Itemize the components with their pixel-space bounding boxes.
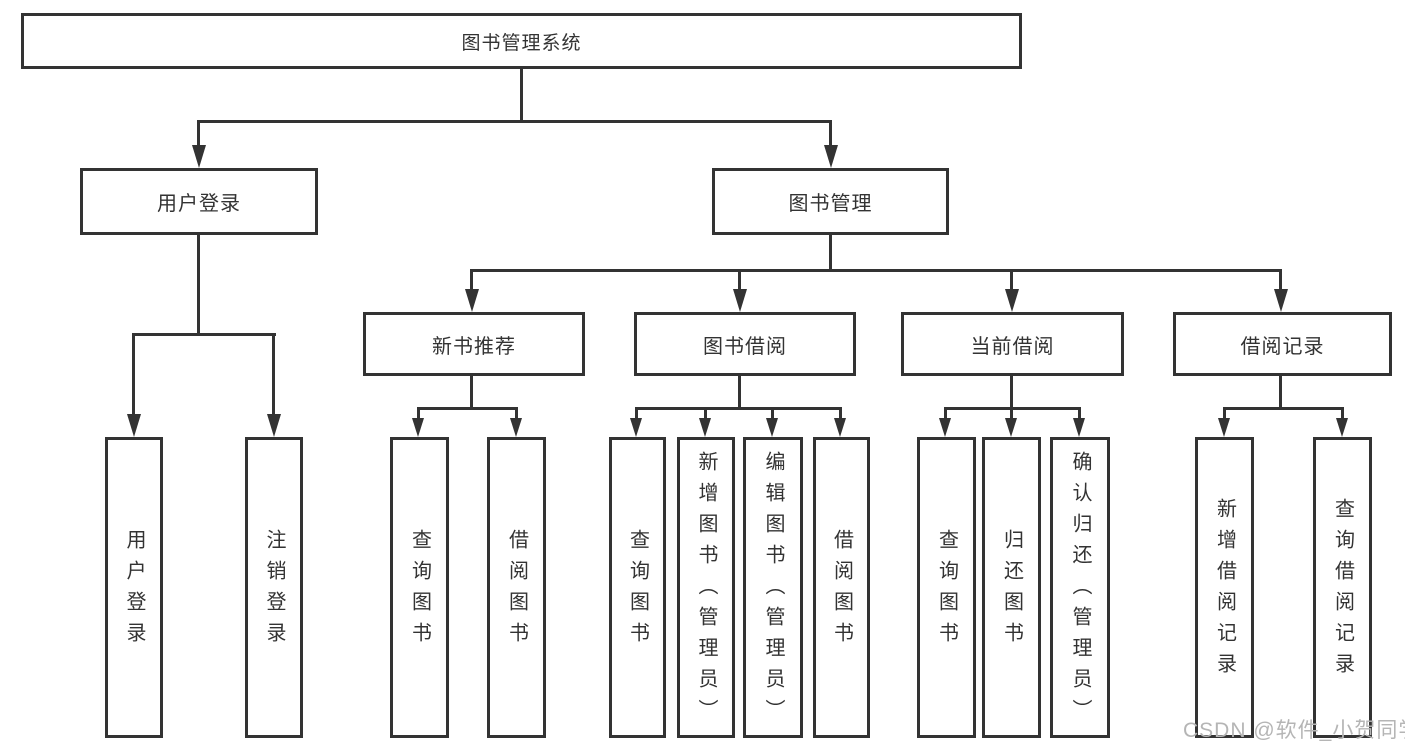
connector-line	[470, 269, 1282, 272]
arrowhead-down-icon	[1005, 289, 1019, 312]
connector-line	[944, 407, 947, 420]
leaf-query-borrow-record: 查询借阅记录	[1313, 437, 1372, 738]
leaf-user-login: 用户登录	[105, 437, 163, 738]
connector-line	[515, 407, 518, 420]
connector-line	[829, 235, 832, 272]
arrowhead-down-icon	[1274, 289, 1288, 312]
connector-line	[704, 407, 707, 420]
connector-line	[133, 333, 276, 336]
leaf-query-books-2: 查询图书	[609, 437, 666, 738]
leaf-query-books-3: 查询图书	[917, 437, 976, 738]
connector-line	[635, 407, 842, 410]
node-user-login: 用户登录	[80, 168, 318, 235]
connector-line	[1223, 407, 1344, 410]
arrowhead-down-icon	[1218, 418, 1230, 437]
connector-line	[1279, 376, 1282, 410]
node-current-borrowing: 当前借阅	[901, 312, 1124, 376]
connector-line	[738, 269, 741, 291]
arrowhead-down-icon	[824, 145, 838, 168]
connector-line	[771, 407, 774, 420]
arrowhead-down-icon	[834, 418, 846, 437]
arrowhead-down-icon	[192, 145, 206, 168]
leaf-add-borrow-record: 新增借阅记录	[1195, 437, 1254, 738]
connector-line	[470, 269, 473, 291]
csdn-watermark: CSDN @软件_小贺同学	[1183, 719, 1405, 742]
arrowhead-down-icon	[1005, 418, 1017, 437]
leaf-add-books-admin: 新增图书（管理员）	[677, 437, 735, 738]
connector-line	[829, 120, 832, 148]
connector-line	[839, 407, 842, 420]
node-book-management: 图书管理	[712, 168, 949, 235]
connector-line	[1078, 407, 1081, 420]
connector-line	[272, 333, 275, 416]
connector-line	[132, 333, 135, 416]
connector-line	[1279, 269, 1282, 291]
connector-line	[1223, 407, 1226, 420]
node-new-book-recommendation: 新书推荐	[363, 312, 585, 376]
leaf-query-books-1: 查询图书	[390, 437, 449, 738]
node-root-book-management-system: 图书管理系统	[21, 13, 1022, 69]
arrowhead-down-icon	[412, 418, 424, 437]
arrowhead-down-icon	[630, 418, 642, 437]
leaf-borrow-books-2: 借阅图书	[813, 437, 870, 738]
leaf-borrow-books-1: 借阅图书	[487, 437, 546, 738]
arrowhead-down-icon	[766, 418, 778, 437]
leaf-edit-books-admin: 编辑图书（管理员）	[743, 437, 803, 738]
leaf-return-books: 归还图书	[982, 437, 1041, 738]
connector-line	[470, 376, 473, 410]
arrowhead-down-icon	[1336, 418, 1348, 437]
connector-line	[1010, 269, 1013, 291]
node-borrowing-records: 借阅记录	[1173, 312, 1392, 376]
leaf-logout: 注销登录	[245, 437, 303, 738]
arrowhead-down-icon	[939, 418, 951, 437]
arrowhead-down-icon	[1073, 418, 1085, 437]
connector-line	[1010, 407, 1013, 420]
arrowhead-down-icon	[267, 414, 281, 437]
connector-line	[197, 235, 200, 336]
connector-line	[635, 407, 638, 420]
connector-line	[520, 69, 523, 123]
node-book-borrowing: 图书借阅	[634, 312, 856, 376]
arrowhead-down-icon	[733, 289, 747, 312]
arrowhead-down-icon	[465, 289, 479, 312]
connector-line	[1010, 376, 1013, 410]
connector-line	[1341, 407, 1344, 420]
connector-line	[197, 120, 200, 148]
arrowhead-down-icon	[510, 418, 522, 437]
connector-line	[417, 407, 420, 420]
arrowhead-down-icon	[699, 418, 711, 437]
connector-line	[738, 376, 741, 410]
connector-line	[198, 120, 832, 123]
connector-line	[417, 407, 518, 410]
leaf-confirm-return-admin: 确认归还（管理员）	[1050, 437, 1110, 738]
arrowhead-down-icon	[127, 414, 141, 437]
